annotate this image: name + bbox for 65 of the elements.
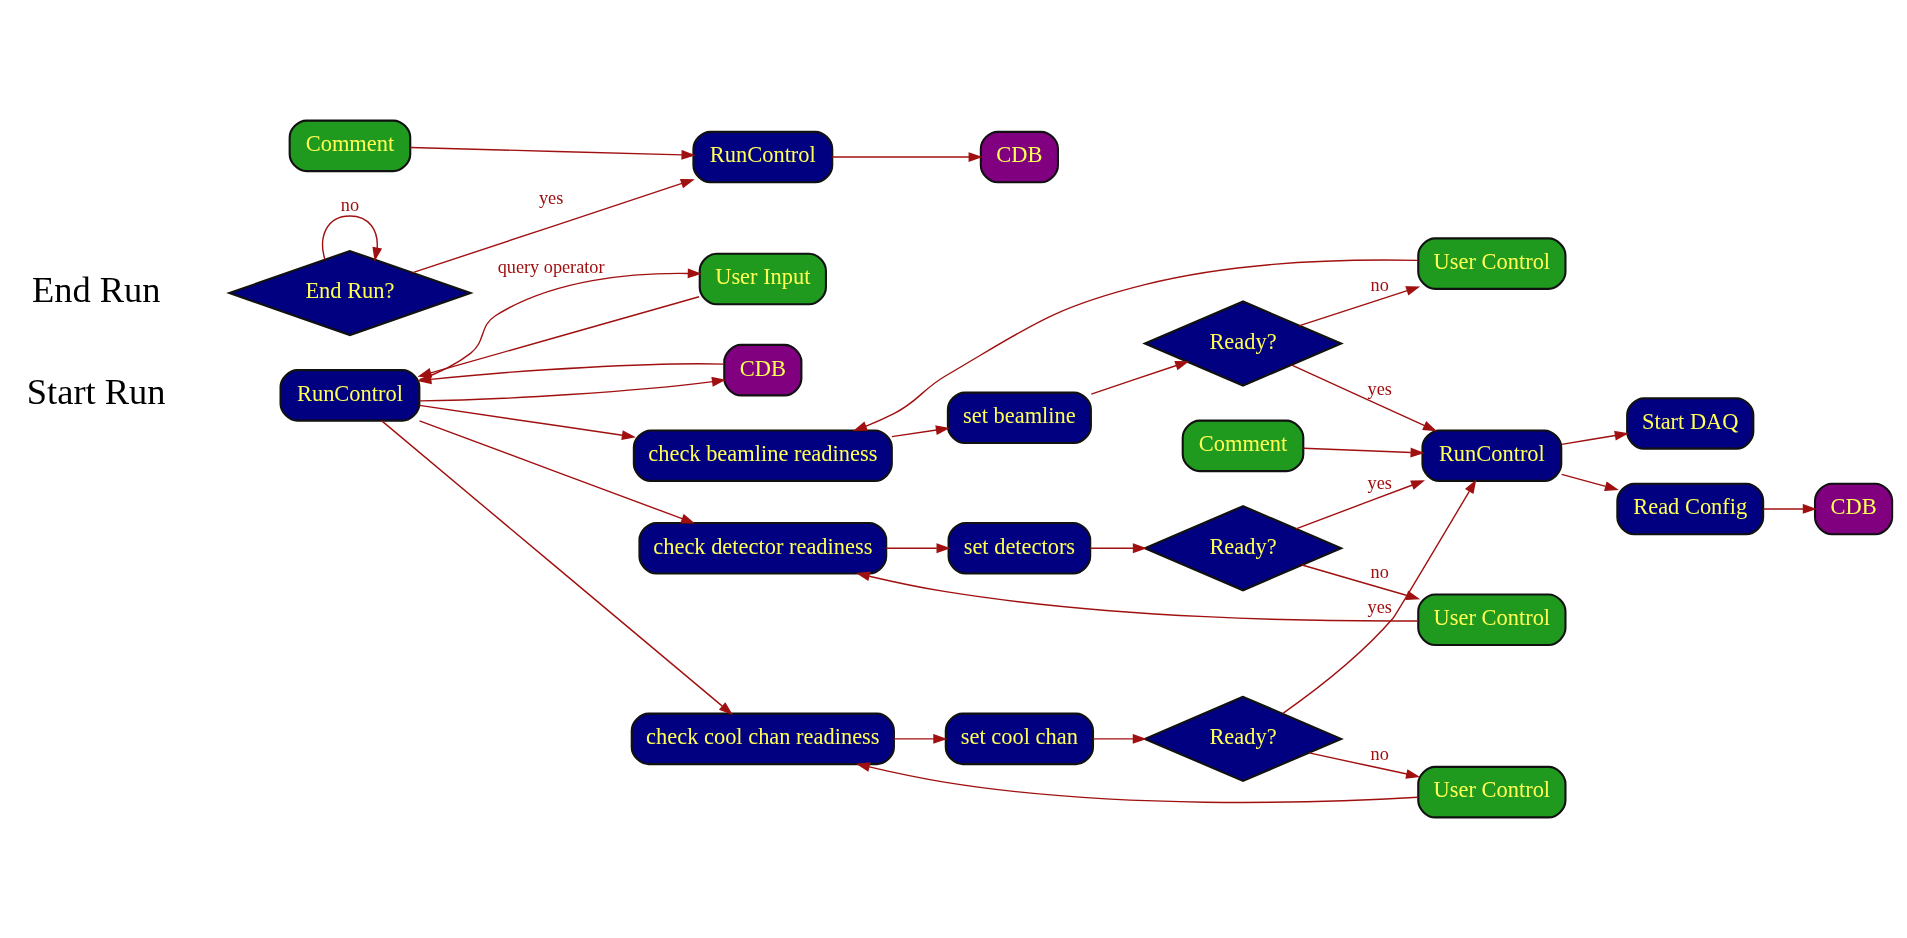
- arrow: [1308, 752, 1421, 779]
- node-box: Start DAQ: [1626, 397, 1755, 450]
- node-box: check cool chan readiness: [630, 712, 895, 766]
- node-box: Comment: [1181, 419, 1305, 473]
- arrow: [1282, 479, 1477, 715]
- arrow: [893, 733, 948, 744]
- arrow: [891, 425, 950, 438]
- node-box: CDB: [1813, 482, 1894, 536]
- arrow: [1301, 564, 1421, 601]
- node-box: Read Config: [1616, 482, 1765, 536]
- edge-label: no: [1370, 744, 1389, 765]
- node-box: User Input: [698, 252, 827, 306]
- node-box: check beamline readiness: [632, 429, 893, 482]
- node-box: RunControl: [692, 130, 834, 184]
- node-box: check detector readiness: [638, 521, 888, 575]
- node-diamond: Ready?: [1142, 505, 1344, 592]
- edge-label: no: [1370, 274, 1389, 295]
- arrow: [1762, 504, 1817, 514]
- arrow: [417, 296, 700, 378]
- arrow: [831, 152, 983, 162]
- node-box: User Control: [1417, 765, 1567, 819]
- arrow: [380, 419, 733, 715]
- arrow: [1291, 364, 1437, 432]
- arrow: [1560, 430, 1629, 446]
- node-diamond: Ready?: [1142, 300, 1344, 387]
- arrow: [1092, 733, 1147, 744]
- node-box: CDB: [979, 130, 1059, 184]
- arrow: [418, 268, 702, 381]
- edge-label: no: [1370, 562, 1389, 583]
- edge-label: yes: [1367, 472, 1392, 493]
- arrow: [412, 178, 695, 274]
- arrow: [418, 404, 636, 441]
- arrow: [418, 376, 726, 402]
- edge-label: query operator: [497, 256, 605, 277]
- arrow: [855, 571, 1419, 622]
- label: Start Run: [26, 372, 166, 413]
- edge-label: yes: [538, 187, 564, 208]
- arrow: [1089, 543, 1147, 554]
- node-box: set detectors: [947, 521, 1092, 575]
- arrow: [885, 543, 951, 554]
- node-diamond: Ready?: [1142, 695, 1344, 783]
- node-box: User Control: [1417, 237, 1567, 290]
- arrow: [1295, 480, 1426, 530]
- arrow: [321, 215, 383, 262]
- arrow: [418, 420, 696, 524]
- node-box: RunControl: [1421, 429, 1563, 482]
- node-diamond: End Run?: [226, 249, 474, 337]
- arrow: [1298, 286, 1421, 327]
- label: End Run: [31, 269, 161, 310]
- arrow: [409, 146, 696, 160]
- arrow: [855, 762, 1419, 804]
- edge-label: yes: [1367, 597, 1392, 618]
- arrow: [417, 363, 725, 385]
- node-box: Comment: [288, 119, 412, 173]
- edge-label: yes: [1367, 378, 1392, 399]
- arrow: [1560, 473, 1619, 491]
- node-box: set beamline: [946, 391, 1092, 445]
- node-box: set cool chan: [944, 712, 1095, 766]
- arrow: [853, 259, 1419, 432]
- arrow: [1302, 447, 1425, 458]
- node-box: CDB: [723, 343, 803, 397]
- node-box: User Control: [1417, 593, 1567, 646]
- node-box: RunControl: [279, 369, 421, 422]
- arrow: [1090, 360, 1190, 395]
- edge-label: no: [340, 194, 360, 215]
